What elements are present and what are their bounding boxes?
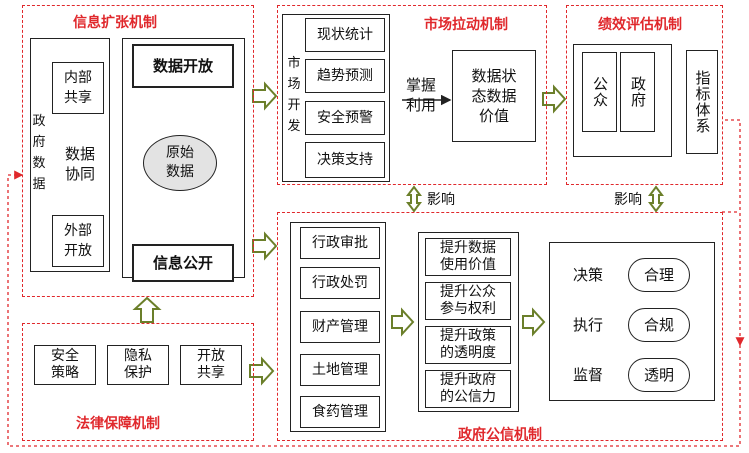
hollow-arrow-market-eval — [542, 84, 567, 114]
market-item-decision: 决策支持 — [305, 142, 385, 178]
data-open-box: 数据开放 — [132, 44, 234, 88]
improve-item-credibility: 提升政府的公信力 — [425, 370, 511, 408]
market-item-trend: 趋势预测 — [305, 59, 385, 93]
admin-item-land: 土地管理 — [300, 354, 380, 386]
admin-item-property: 财产管理 — [300, 311, 380, 343]
performance-eval-section — [566, 5, 723, 185]
admin-item-penalty: 行政处罚 — [300, 267, 380, 299]
improve-item-public-rights: 提升公众参与权利 — [425, 282, 511, 320]
process-result-transparent: 透明 — [628, 358, 690, 392]
public-box: 公众 — [582, 52, 617, 132]
master-use-label: 掌握利用 — [406, 76, 437, 114]
hollow-arrow-info-cred — [252, 231, 278, 261]
info-expansion-title: 信息扩张机制 — [73, 15, 157, 31]
performance-eval-title: 绩效评估机制 — [598, 17, 682, 33]
process-stage-execution: 执行 — [572, 315, 603, 334]
legal-item-privacy: 隐私保护 — [107, 345, 169, 385]
hollow-double-arrow-market-cred — [406, 185, 422, 213]
market-pull-title: 市场拉动机制 — [424, 17, 508, 33]
legal-guarantee-section — [22, 323, 254, 441]
gov-data-label: 政府数据 — [32, 114, 46, 192]
market-item-status: 现状统计 — [305, 18, 385, 52]
process-result-reasonable: 合理 — [628, 258, 690, 292]
influence-label-market: 影响 — [427, 192, 455, 208]
gov-credibility-section — [277, 212, 723, 441]
admin-item-approval: 行政审批 — [300, 227, 380, 259]
info-expansion-section — [22, 5, 254, 297]
info-public-box: 信息公开 — [132, 244, 234, 282]
government-box: 政府 — [620, 52, 655, 132]
legal-guarantee-title: 法律保障机制 — [76, 416, 160, 432]
data-sync-label: 数据协同 — [64, 145, 95, 183]
market-pull-section — [277, 5, 547, 185]
indicator-system-box: 指标体系 — [686, 50, 718, 154]
improve-item-transparency: 提升政策的透明度 — [425, 326, 511, 364]
process-stage-supervision: 监督 — [572, 365, 603, 384]
process-stage-decision: 决策 — [572, 265, 603, 284]
market-dev-label: 市场开发 — [287, 56, 301, 134]
data-state-value-box: 数据状态数据价值 — [452, 50, 536, 142]
legal-item-open-share: 开放共享 — [180, 345, 242, 385]
admin-item-food-drug: 食药管理 — [300, 396, 380, 428]
internal-share-box: 内部共享 — [52, 62, 104, 114]
market-item-security: 安全预警 — [305, 101, 385, 135]
hollow-arrow-legal-cred — [249, 356, 275, 386]
raw-data-ellipse: 原始数据 — [143, 135, 217, 191]
hollow-arrow-admin-improve — [391, 307, 415, 337]
gov-credibility-title: 政府公信机制 — [458, 427, 542, 443]
hollow-arrow-info-market — [252, 81, 278, 111]
hollow-double-arrow-eval-cred — [648, 185, 664, 213]
process-result-compliant: 合规 — [628, 308, 690, 342]
hollow-arrow-legal-info — [132, 296, 162, 323]
external-open-box: 外部开放 — [52, 215, 104, 267]
influence-label-eval: 影响 — [614, 192, 642, 208]
legal-item-security: 安全策略 — [34, 345, 96, 385]
improve-item-data-value: 提升数据使用价值 — [425, 238, 511, 276]
hollow-arrow-improve-process — [522, 307, 546, 337]
